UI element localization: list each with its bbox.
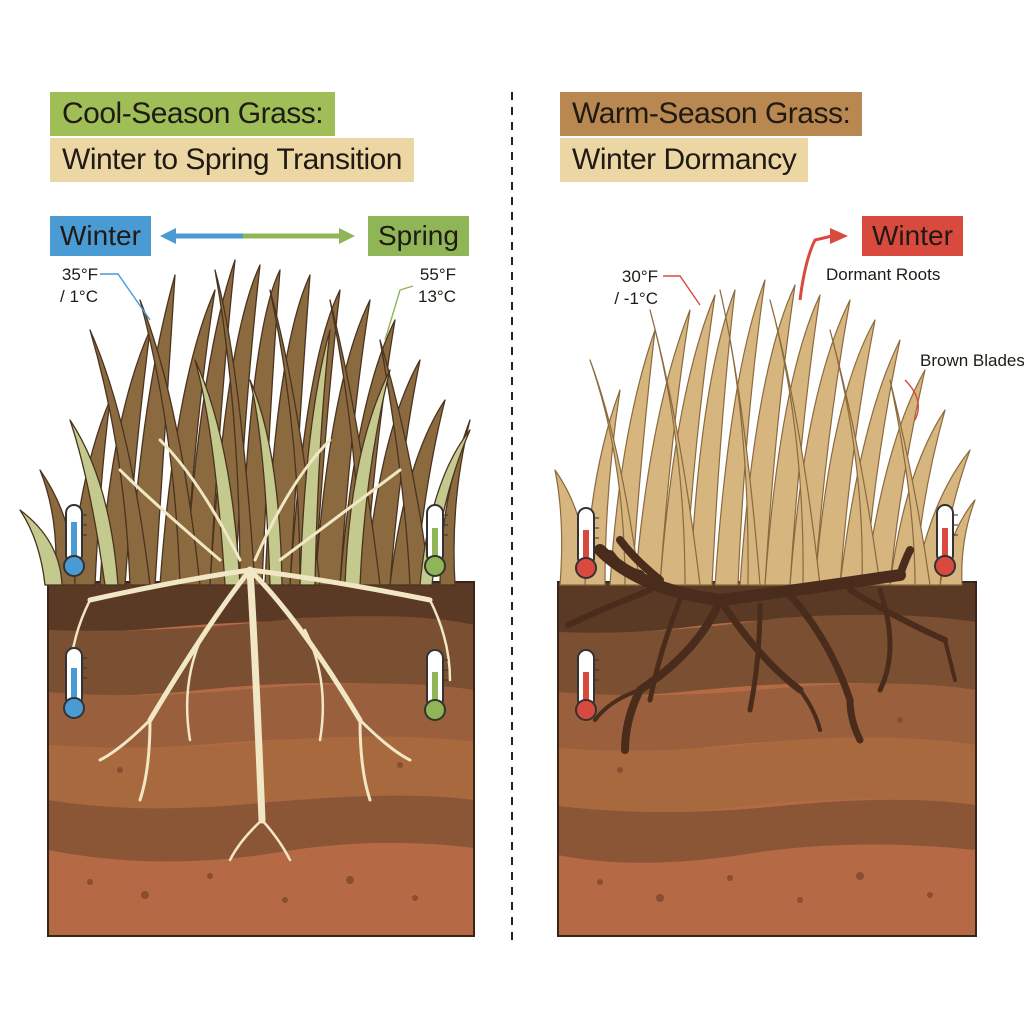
cool-winter-temp-c: / 1°C xyxy=(60,287,98,306)
arrow-right-icon xyxy=(798,228,848,301)
leader-lines xyxy=(100,273,919,421)
warm-subtitle: Winter Dormancy xyxy=(560,138,809,182)
thermometer-icon xyxy=(575,507,599,579)
thermometer-icon xyxy=(424,649,448,721)
cool-roots xyxy=(68,438,452,862)
cool-title: Cool-Season Grass: xyxy=(50,92,336,136)
thermometer-icon xyxy=(575,649,599,721)
warm-temp-f: 30°F xyxy=(621,267,658,286)
warm-soil-block xyxy=(557,581,977,937)
thermometer-icon xyxy=(63,504,87,577)
warm-roots xyxy=(565,536,957,754)
thermometer-icon xyxy=(424,504,448,577)
cool-spring-temp-c: 13°C xyxy=(418,287,456,306)
cool-winter-label: Winter xyxy=(50,216,151,256)
cool-grass-blades xyxy=(19,259,471,586)
double-arrow-icon xyxy=(160,228,355,244)
warm-temp-c: / -1°C xyxy=(614,289,658,308)
cool-winter-temp-f: 35°F xyxy=(61,265,98,284)
thermometer-icon xyxy=(63,647,87,719)
dormant-roots-label: Dormant Roots xyxy=(826,265,941,284)
warm-winter-label: Winter xyxy=(862,216,963,256)
cool-spring-temp-f: 55°F xyxy=(419,265,456,284)
thermometer-icon xyxy=(934,504,958,577)
cool-spring-label: Spring xyxy=(368,216,469,256)
cool-subtitle: Winter to Spring Transition xyxy=(50,138,414,182)
brown-blades-label: Brown Blades xyxy=(920,351,1024,370)
warm-grass-blades xyxy=(554,279,976,586)
warm-title: Warm-Season Grass: xyxy=(560,92,863,136)
